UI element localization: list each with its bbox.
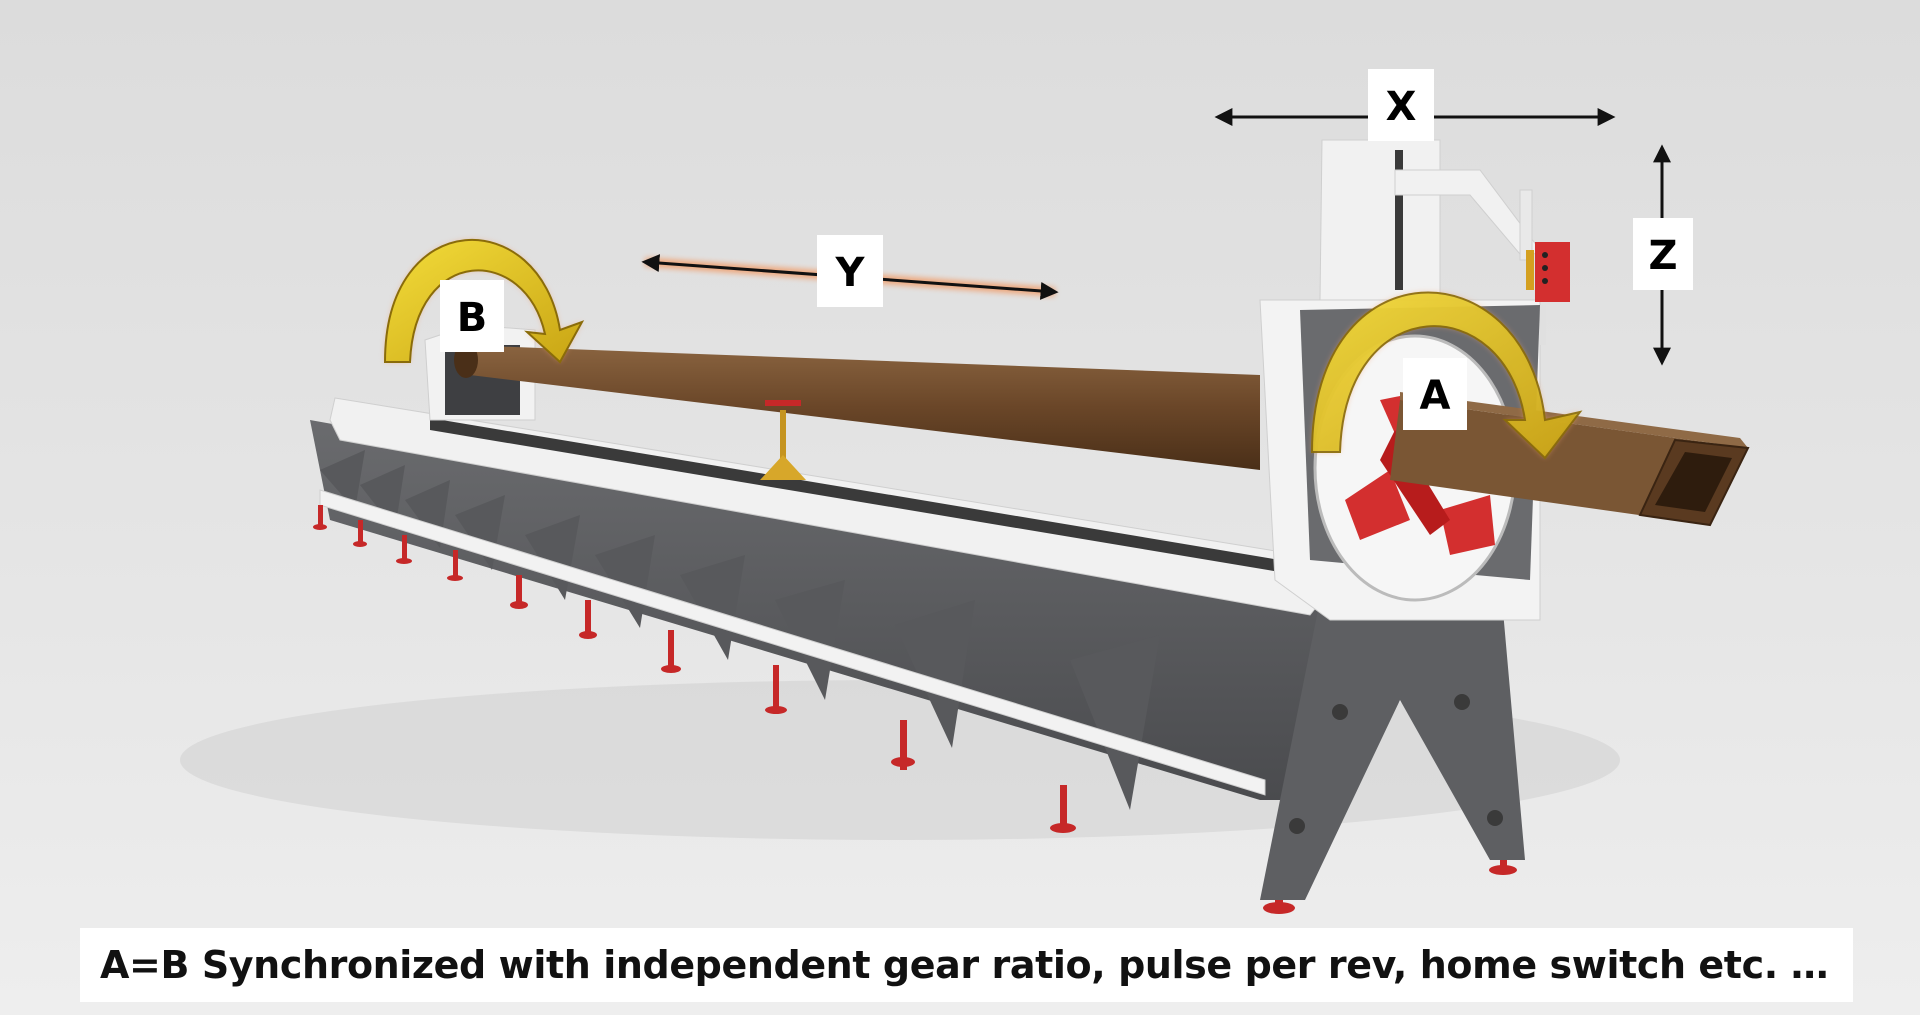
leg-hole <box>1454 694 1470 710</box>
leg-hole <box>1487 810 1503 826</box>
leveling-feet <box>313 505 1517 914</box>
label-a-text: A <box>1420 373 1451 419</box>
label-z-text: Z <box>1648 233 1677 279</box>
caption-text: A=B Synchronized with independent gear r… <box>100 943 1829 987</box>
caption-box: A=B Synchronized with independent gear r… <box>80 928 1853 1002</box>
label-b: B <box>440 280 504 352</box>
label-x: X <box>1368 69 1434 141</box>
label-y-text: Y <box>835 250 866 296</box>
tube-end-inner <box>1655 452 1732 512</box>
a-rotation-arrow <box>1310 291 1583 460</box>
label-b-text: B <box>457 295 488 341</box>
leg-hole <box>1332 704 1348 720</box>
rail-channel <box>430 418 1280 572</box>
label-x-text: X <box>1386 84 1417 130</box>
leg-hole <box>1289 818 1305 834</box>
long-pipe <box>460 345 1260 470</box>
support-tube <box>319 489 1266 796</box>
pipe-support-stand <box>760 400 806 480</box>
label-a: A <box>1403 358 1467 430</box>
label-y: Y <box>817 235 883 307</box>
torch-carriage <box>1319 139 1570 345</box>
frame-gussets <box>320 450 1160 810</box>
label-z: Z <box>1633 218 1693 290</box>
